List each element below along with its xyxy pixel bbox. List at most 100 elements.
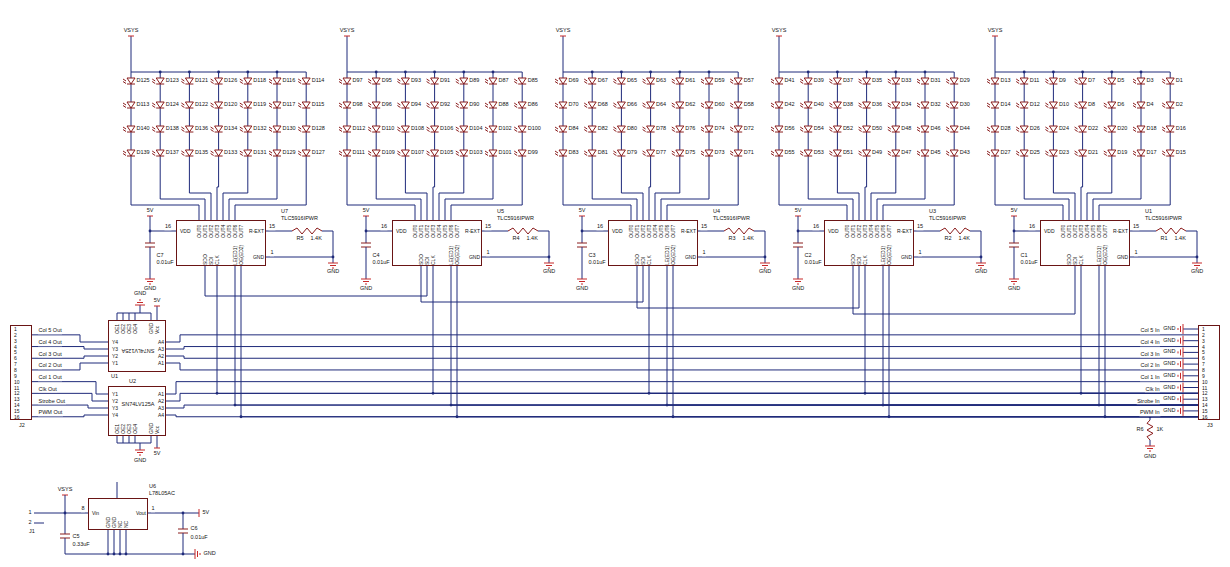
led-symbol — [269, 103, 272, 105]
led-symbol — [775, 150, 783, 156]
led-symbol — [1166, 102, 1174, 108]
led-symbol — [917, 79, 920, 81]
ground-symbol — [1149, 451, 1151, 452]
led-symbol — [991, 150, 999, 156]
signal-label: Col 5 Out — [38, 329, 62, 335]
led-symbol — [1020, 156, 1028, 157]
node-text: J2 — [19, 423, 25, 429]
led-symbol — [123, 130, 126, 132]
led-symbol — [647, 102, 655, 108]
schematic-label: D22 — [1088, 126, 1099, 132]
schematic-label: D114 — [311, 78, 325, 84]
led-symbol — [1016, 79, 1019, 81]
led-symbol — [775, 84, 783, 85]
led-symbol — [1133, 151, 1136, 153]
led-symbol — [584, 82, 587, 84]
led-symbol — [156, 132, 164, 133]
led-symbol — [829, 106, 832, 108]
schematic-label: D92 — [440, 102, 451, 108]
wire — [1183, 387, 1198, 388]
wire — [1014, 231, 1040, 232]
schematic-label: GND — [133, 458, 146, 464]
schematic-label: GND — [1163, 373, 1176, 379]
led-symbol — [339, 127, 342, 129]
led-symbol — [892, 132, 900, 133]
schematic-label: D59 — [714, 78, 725, 84]
wire — [366, 247, 367, 279]
led-symbol — [950, 150, 958, 156]
led-symbol — [273, 132, 281, 133]
signal-label: PWM Out — [38, 411, 63, 417]
wire — [34, 523, 44, 524]
led-symbol — [240, 130, 243, 132]
node-text: SDI — [641, 257, 646, 265]
node-text: TLC5916IPWR — [281, 216, 318, 222]
wire — [150, 247, 151, 279]
schematic-label: D131 — [253, 150, 267, 156]
node-text: 9 — [1202, 373, 1205, 378]
node-text: 5 — [1202, 350, 1205, 355]
node-text: OUT7 — [455, 225, 460, 238]
led-symbol — [518, 108, 526, 109]
led-symbol — [123, 106, 126, 108]
wire — [655, 72, 680, 220]
junction-dot — [404, 71, 407, 74]
led-symbol — [950, 126, 958, 132]
led-symbol — [613, 82, 616, 84]
led-symbol — [514, 79, 517, 81]
led-symbol — [1079, 78, 1087, 84]
node-text: U7 — [281, 209, 288, 215]
schematic-label: D14 — [1000, 102, 1011, 108]
wire — [621, 72, 643, 220]
node-text: CLK — [647, 255, 652, 265]
ground-symbol — [1183, 371, 1184, 381]
led-symbol — [185, 132, 193, 133]
ground-symbol — [581, 284, 583, 285]
node-text: Vcc — [155, 326, 160, 334]
connector-header: J312345678910111213141516 — [1198, 325, 1220, 420]
node-text: OUT0 — [629, 225, 634, 238]
led-symbol — [431, 150, 439, 156]
led-symbol — [298, 151, 301, 153]
led-symbol — [431, 156, 439, 157]
led-symbol — [211, 127, 214, 129]
schematic-label: D6 — [1117, 102, 1125, 108]
wire — [150, 231, 176, 232]
signal-wire — [433, 266, 1198, 393]
node-text: Y1 — [112, 361, 118, 366]
ground-symbol — [1178, 410, 1179, 412]
wire — [482, 231, 508, 232]
led-symbol — [643, 106, 646, 108]
led-symbol — [730, 154, 733, 156]
junction-dot — [1013, 230, 1016, 233]
led-symbol — [734, 108, 742, 109]
wire — [347, 72, 415, 220]
led-symbol — [298, 106, 301, 108]
led-symbol — [613, 130, 616, 132]
ground-symbol — [1183, 406, 1184, 416]
led-symbol — [734, 126, 742, 132]
led-symbol — [401, 156, 409, 157]
led-symbol — [588, 108, 596, 109]
led-symbol — [734, 84, 742, 85]
node-text: OUT5 — [1091, 225, 1096, 238]
node-text: OUT1 — [419, 225, 424, 238]
led-symbol — [269, 79, 272, 81]
schematic-label: GND — [1163, 385, 1176, 391]
led-symbol — [181, 127, 184, 129]
led-symbol — [1104, 151, 1107, 153]
led-symbol — [460, 156, 468, 157]
led-symbol — [888, 103, 891, 105]
schematic-label: R5 — [296, 236, 304, 242]
led-symbol — [1020, 78, 1028, 84]
led-symbol — [431, 78, 439, 84]
junction-dot — [492, 71, 495, 74]
led-symbol — [775, 126, 783, 132]
led-symbol — [1137, 132, 1145, 133]
wire — [1183, 375, 1198, 376]
schematic-label: GND — [203, 551, 216, 557]
led-symbol — [672, 151, 675, 153]
led-symbol — [917, 82, 920, 84]
led-symbol — [339, 103, 342, 105]
led-symbol — [185, 156, 193, 157]
